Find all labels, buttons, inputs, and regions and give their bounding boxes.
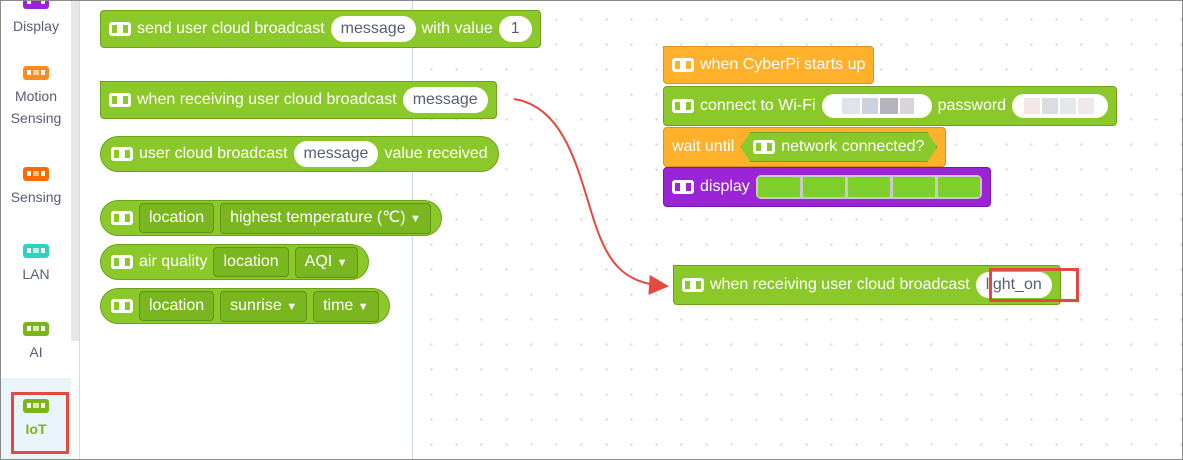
event-block-icon	[672, 58, 694, 72]
message-name-field[interactable]: message	[293, 141, 379, 167]
when-receiving-user-cloud-broadcast-block[interactable]: when receiving user cloud broadcast mess…	[100, 68, 497, 119]
message-name-field[interactable]: message	[330, 16, 416, 42]
block-text: wait until	[672, 138, 735, 155]
category-lan[interactable]: LAN	[1, 243, 71, 295]
category-label: IoT	[25, 421, 47, 437]
led-swatch	[757, 177, 800, 197]
light-on-highlight-box	[989, 268, 1079, 302]
block-text: password	[937, 97, 1007, 114]
category-sidebar: Display Motion Sensing Sensing	[1, 1, 80, 459]
category-motion-sensing[interactable]: Motion Sensing	[1, 65, 71, 141]
iot-block-icon	[682, 278, 704, 292]
location-field[interactable]: location	[213, 247, 289, 277]
iot-block-icon	[109, 93, 131, 107]
led-color-field[interactable]	[755, 175, 982, 199]
iot-block-icon	[109, 22, 131, 36]
air-quality-dropdown[interactable]: AQI ▼	[294, 246, 358, 278]
time-unit-dropdown[interactable]: time ▼	[313, 290, 379, 322]
category-label: Display	[13, 18, 59, 34]
category-label: Motion Sensing	[10, 88, 62, 126]
led-swatch	[847, 177, 890, 197]
air-quality-block[interactable]: air quality location AQI ▼	[100, 244, 369, 280]
iot-block-icon	[111, 255, 133, 269]
block-text: when receiving user cloud broadcast	[137, 91, 397, 108]
location-field[interactable]: location	[139, 203, 215, 233]
block-text: with value	[421, 20, 493, 37]
iot-block-icon	[672, 99, 694, 113]
block-text: air quality	[139, 253, 208, 270]
send-user-cloud-broadcast-block[interactable]: send user cloud broadcast message with v…	[100, 10, 541, 48]
sensing-category-icon	[23, 167, 49, 181]
iot-block-icon	[111, 147, 133, 161]
user-cloud-broadcast-value-received-block[interactable]: user cloud broadcast message value recei…	[100, 136, 499, 172]
category-sensing[interactable]: Sensing	[1, 166, 71, 218]
iot-block-icon	[111, 211, 133, 225]
motion-sensing-category-icon	[23, 66, 49, 80]
iot-category-highlight-box	[11, 392, 69, 454]
block-text: display	[700, 178, 750, 195]
message-name-field[interactable]: message	[402, 87, 488, 113]
connect-to-wifi-block[interactable]: connect to Wi-Fi password	[663, 86, 1118, 126]
block-text: value received	[384, 145, 488, 162]
ai-category-icon	[23, 322, 49, 336]
category-label: Sensing	[10, 189, 62, 205]
wifi-password-field-blurred[interactable]	[1012, 94, 1109, 118]
block-text: user cloud broadcast	[139, 145, 288, 162]
block-text: network connected?	[781, 138, 925, 155]
block-text: connect to Wi-Fi	[700, 97, 816, 114]
when-cyberpi-starts-up-block[interactable]: when CyberPi starts up	[663, 33, 875, 84]
iot-category-icon	[23, 399, 49, 413]
category-ai[interactable]: AI	[1, 321, 71, 373]
dropdown-value: highest temperature (℃)	[230, 208, 406, 226]
dropdown-value: AQI	[304, 252, 333, 270]
block-text: when receiving user cloud broadcast	[710, 276, 970, 293]
network-connected-condition-block[interactable]: network connected?	[740, 132, 937, 162]
lan-category-icon	[23, 244, 49, 258]
category-iot[interactable]: IoT	[1, 378, 71, 459]
dropdown-value: sunrise	[230, 296, 282, 314]
weather-highest-temperature-block[interactable]: location highest temperature (℃) ▼	[100, 200, 442, 236]
caret-down-icon: ▼	[409, 212, 421, 225]
wait-until-block[interactable]: wait until network connected?	[663, 127, 947, 167]
wifi-ssid-field-blurred[interactable]	[821, 94, 932, 118]
sidebar-scrollbar[interactable]	[71, 1, 79, 341]
display-category-icon	[23, 1, 49, 9]
block-text: when CyberPi starts up	[700, 56, 866, 73]
led-swatch	[892, 177, 935, 197]
display-block-icon	[672, 180, 694, 194]
location-field[interactable]: location	[139, 291, 215, 321]
broadcast-message-field[interactable]: light_on	[975, 272, 1052, 298]
caret-down-icon: ▼	[357, 300, 369, 313]
led-swatch	[802, 177, 845, 197]
value-field[interactable]: 1	[498, 16, 532, 42]
led-swatch	[937, 177, 980, 197]
sun-event-dropdown[interactable]: sunrise ▼	[220, 290, 308, 322]
display-block[interactable]: display	[663, 167, 991, 207]
category-label: LAN	[22, 266, 50, 282]
weather-field-dropdown[interactable]: highest temperature (℃) ▼	[220, 202, 431, 234]
iot-block-icon	[111, 299, 133, 313]
caret-down-icon: ▼	[286, 300, 298, 313]
iot-block-icon	[753, 140, 775, 154]
dropdown-value: time	[323, 296, 354, 314]
caret-down-icon: ▼	[336, 256, 348, 269]
block-text: send user cloud broadcast	[137, 20, 325, 37]
sunrise-time-block[interactable]: location sunrise ▼ time ▼	[100, 288, 390, 324]
category-label: AI	[29, 344, 43, 360]
category-display[interactable]: Display	[1, 1, 71, 39]
